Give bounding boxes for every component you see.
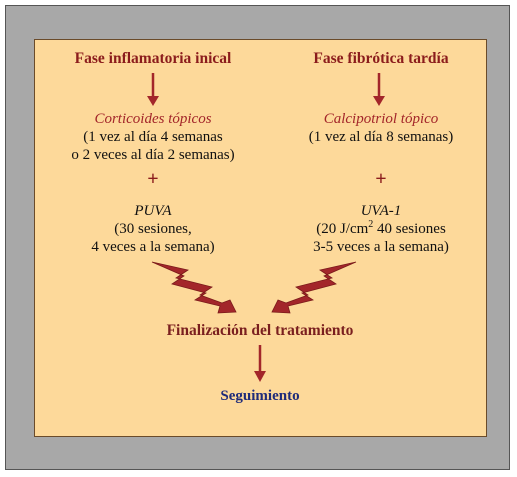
right-treatment1-name: Calcipotriol tópico [323,111,439,127]
left-treatment1-line2: o 2 veces al día 2 semanas) [71,147,235,163]
left-zigzag-arrow [151,261,237,314]
finalization-label: Finalización del tratamiento [166,322,354,339]
right-down-arrow [373,73,385,106]
right-phase-header: Fase fibrótica tardía [313,50,449,67]
right-treatment2-name: UVA-1 [360,203,402,219]
final-down-arrow [254,345,266,382]
left-treatment1-name: Corticoides tópicos [94,111,212,127]
followup-label: Seguimiento [220,388,300,404]
left-down-arrow [147,73,159,106]
right-treatment2-line2: 3-5 veces a la semana) [313,239,449,255]
right-plus-sign: + [375,168,387,190]
left-treatment2-line2: 4 veces a la semana) [91,239,215,255]
left-treatment1-line1: (1 vez al día 4 semanas [83,129,223,145]
left-plus-sign: + [147,168,159,190]
right-treatment1-line1: (1 vez al día 8 semanas) [308,129,454,145]
right-zigzag-arrow [271,261,357,314]
left-treatment2-name: PUVA [134,203,172,219]
right-treatment2-line1: (20 J/cm2 40 sesiones [316,219,446,238]
left-phase-header: Fase inflamatoria inical [74,50,232,67]
left-treatment2-line1: (30 sesiones, [114,221,192,237]
